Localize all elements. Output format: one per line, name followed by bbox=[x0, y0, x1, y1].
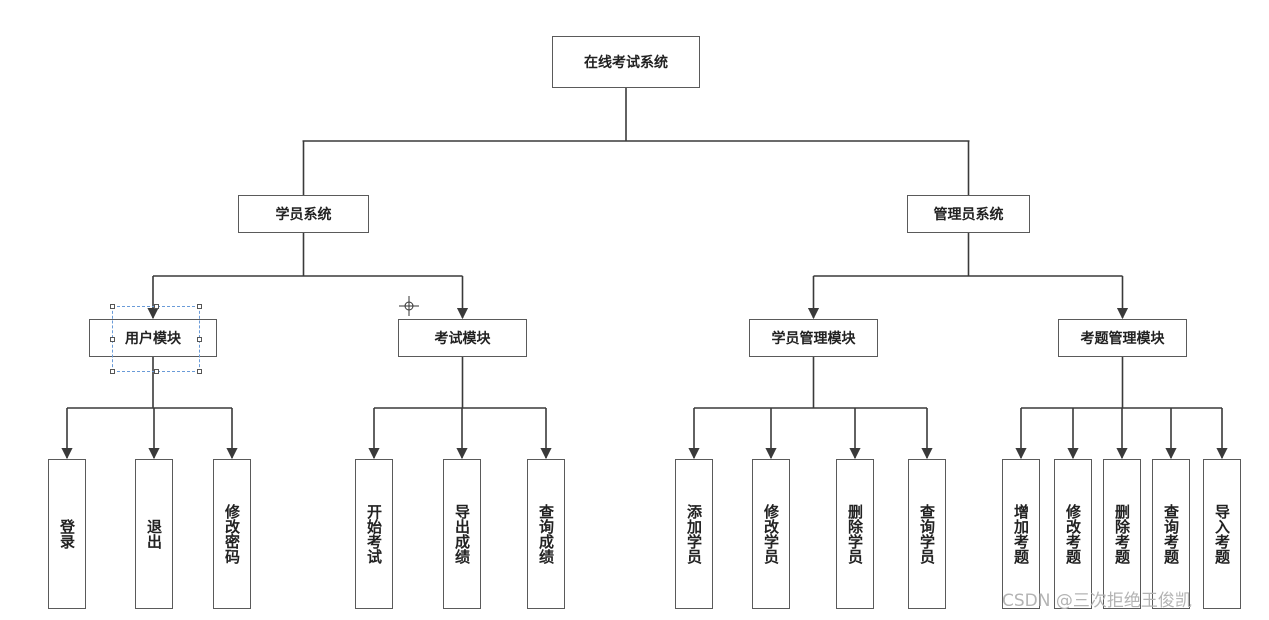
node-leaf-1-label: 登录 bbox=[58, 519, 76, 549]
node-student-mgmt-module-label: 学员管理模块 bbox=[771, 331, 856, 347]
node-leaf-8[interactable]: 修改学员 bbox=[752, 459, 790, 609]
node-leaf-2-label: 退出 bbox=[145, 519, 163, 549]
node-leaf-14[interactable]: 查询考题 bbox=[1152, 459, 1190, 609]
node-leaf-13[interactable]: 删除考题 bbox=[1103, 459, 1141, 609]
node-leaf-7-label: 添加学员 bbox=[685, 504, 703, 564]
node-admin-system-label: 管理员系统 bbox=[933, 207, 1004, 223]
node-leaf-15[interactable]: 导入考题 bbox=[1203, 459, 1241, 609]
node-leaf-4-label: 开始考试 bbox=[365, 504, 383, 564]
node-leaf-11-label: 增加考题 bbox=[1012, 504, 1030, 564]
node-leaf-9-label: 删除学员 bbox=[846, 504, 864, 564]
node-leaf-6-label: 查询成绩 bbox=[537, 504, 555, 564]
node-root[interactable]: 在线考试系统 bbox=[552, 36, 700, 88]
node-leaf-1[interactable]: 登录 bbox=[48, 459, 86, 609]
node-leaf-11[interactable]: 增加考题 bbox=[1002, 459, 1040, 609]
node-student-mgmt-module[interactable]: 学员管理模块 bbox=[749, 319, 878, 357]
node-exam-module-label: 考试模块 bbox=[434, 331, 491, 347]
node-question-mgmt-module[interactable]: 考题管理模块 bbox=[1058, 319, 1187, 357]
node-leaf-4[interactable]: 开始考试 bbox=[355, 459, 393, 609]
node-leaf-5[interactable]: 导出成绩 bbox=[443, 459, 481, 609]
node-leaf-6[interactable]: 查询成绩 bbox=[527, 459, 565, 609]
node-admin-system[interactable]: 管理员系统 bbox=[907, 195, 1030, 233]
node-leaf-13-label: 删除考题 bbox=[1113, 504, 1131, 564]
node-leaf-10-label: 查询学员 bbox=[918, 504, 936, 564]
node-leaf-10[interactable]: 查询学员 bbox=[908, 459, 946, 609]
node-user-module[interactable]: 用户模块 bbox=[89, 319, 217, 357]
node-student-system-label: 学员系统 bbox=[275, 207, 332, 223]
node-leaf-3[interactable]: 修改密码 bbox=[213, 459, 251, 609]
node-leaf-5-label: 导出成绩 bbox=[453, 504, 471, 564]
node-root-label: 在线考试系统 bbox=[584, 55, 668, 71]
node-leaf-9[interactable]: 删除学员 bbox=[836, 459, 874, 609]
node-leaf-12-label: 修改考题 bbox=[1064, 504, 1082, 564]
node-leaf-3-label: 修改密码 bbox=[223, 504, 241, 564]
node-exam-module[interactable]: 考试模块 bbox=[398, 319, 527, 357]
node-leaf-12[interactable]: 修改考题 bbox=[1054, 459, 1092, 609]
node-leaf-7[interactable]: 添加学员 bbox=[675, 459, 713, 609]
node-leaf-14-label: 查询考题 bbox=[1162, 504, 1180, 564]
node-leaf-2[interactable]: 退出 bbox=[135, 459, 173, 609]
node-student-system[interactable]: 学员系统 bbox=[238, 195, 369, 233]
node-leaf-8-label: 修改学员 bbox=[762, 504, 780, 564]
node-leaf-15-label: 导入考题 bbox=[1213, 504, 1231, 564]
node-question-mgmt-module-label: 考题管理模块 bbox=[1080, 331, 1165, 347]
watermark: CSDN @三次拒绝王俊凯 bbox=[1002, 591, 1192, 611]
node-user-module-label: 用户模块 bbox=[125, 331, 181, 347]
